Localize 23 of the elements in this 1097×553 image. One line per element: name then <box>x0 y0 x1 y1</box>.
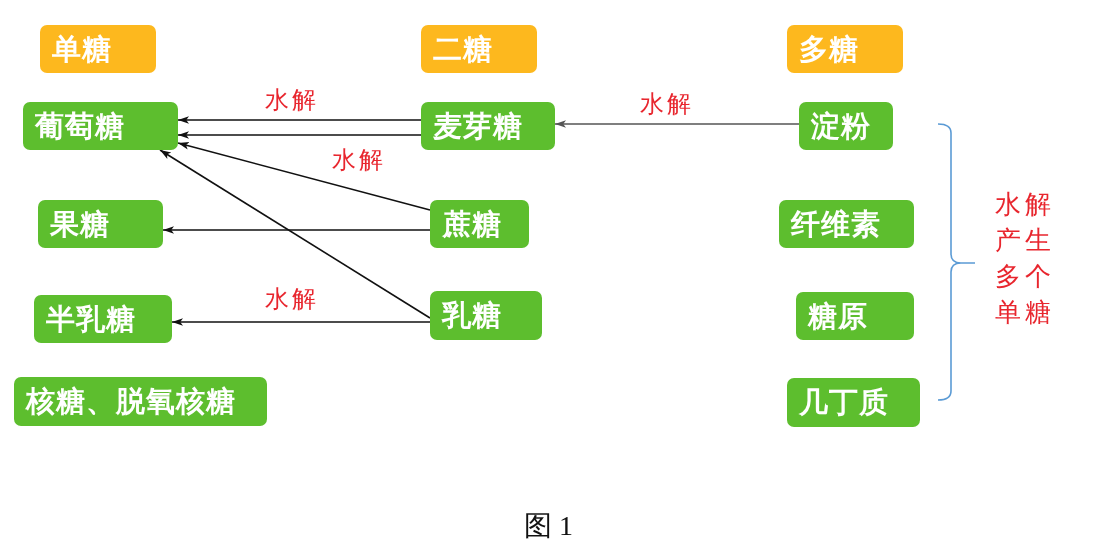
sugar-box: 葡萄糖 <box>23 102 178 150</box>
arrow <box>177 131 422 139</box>
sugar-box: 半乳糖 <box>34 295 172 343</box>
arrow <box>177 116 422 124</box>
arrow <box>554 120 800 128</box>
arrow <box>162 226 431 234</box>
sugar-box: 麦芽糖 <box>421 102 555 150</box>
category-box: 二糖 <box>421 25 537 73</box>
arrow <box>177 142 431 211</box>
sugar-box: 蔗糖 <box>430 200 529 248</box>
sugar-box: 果糖 <box>38 200 163 248</box>
sugar-box: 淀粉 <box>799 102 893 150</box>
sugar-box: 糖原 <box>796 292 914 340</box>
arrow <box>159 149 431 319</box>
category-box: 单糖 <box>40 25 156 73</box>
sugar-box: 乳糖 <box>430 291 542 340</box>
sugar-box: 纤维素 <box>779 200 914 248</box>
note-text: 水解产生多个单糖 <box>995 188 1056 329</box>
caption: 图 1 <box>524 510 573 541</box>
sugar-box: 核糖、脱氧核糖 <box>14 377 267 426</box>
category-box: 多糖 <box>787 25 903 73</box>
sugar-box: 几丁质 <box>787 378 920 427</box>
arrow <box>171 318 431 326</box>
